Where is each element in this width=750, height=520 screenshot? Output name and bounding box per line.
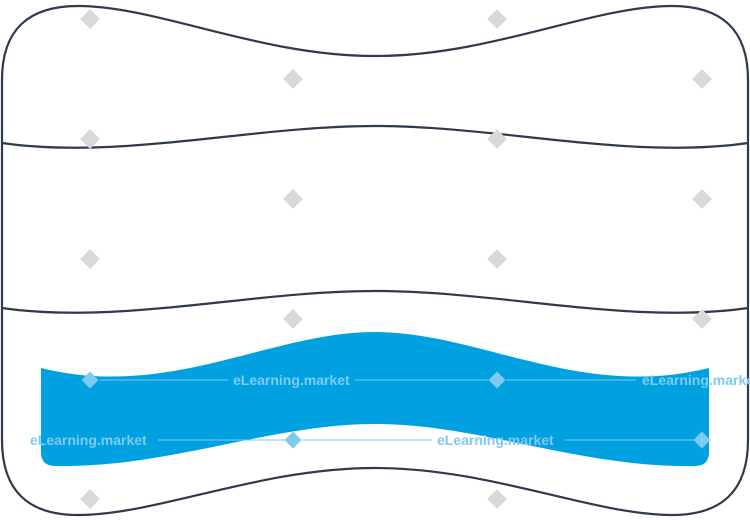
watermark-row-1: eLearning.market eLearning.market: [81, 371, 750, 389]
watermark-diamond: [692, 189, 712, 209]
water-wave-band: [41, 332, 709, 467]
watermark-logo-icon: [488, 371, 506, 389]
watermark-logo-icon: [284, 431, 302, 449]
watermark-diamond: [283, 69, 303, 89]
watermark-logo-icon: [81, 371, 99, 389]
container-outline: [0, 4, 750, 517]
watermark-diamond: [487, 489, 507, 509]
watermark-diamonds: [80, 9, 712, 509]
watermark-text: eLearning.market: [233, 372, 350, 388]
watermark-diamond: [487, 129, 507, 149]
watermark-row-2: eLearning.market eLearning.market: [30, 431, 711, 449]
watermark-text: eLearning.market: [642, 372, 750, 388]
watermark-diamond: [283, 309, 303, 329]
watermark-logo-icon: [693, 431, 711, 449]
watermark-diamond: [487, 249, 507, 269]
watermark-diamond: [80, 129, 100, 149]
watermark-text: eLearning.market: [30, 432, 147, 448]
watermark-diamond: [80, 489, 100, 509]
watermark-diamond: [487, 9, 507, 29]
watermark-diamond: [692, 69, 712, 89]
watermark-diamond: [692, 309, 712, 329]
watermark-diamond: [283, 189, 303, 209]
wave-divider-upper: [0, 124, 750, 149]
watermark-text: eLearning.market: [437, 432, 554, 448]
watermark-diamond: [80, 249, 100, 269]
watermark-diamond: [80, 9, 100, 29]
wave-divider-lower: [0, 289, 750, 314]
